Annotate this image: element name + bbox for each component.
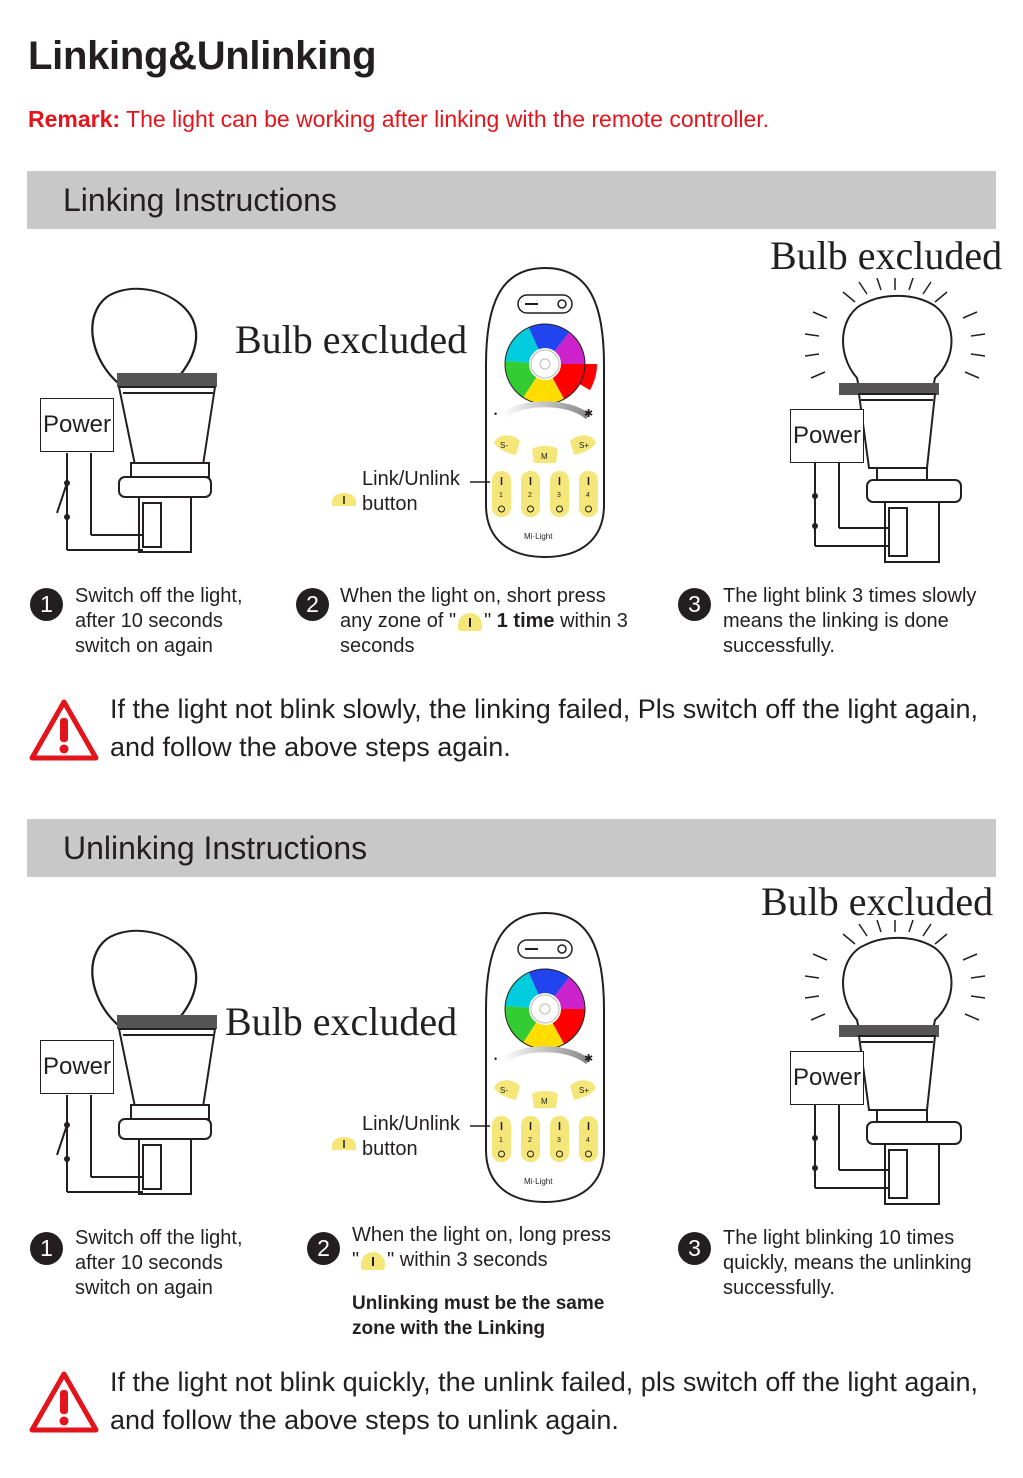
remote-btn-splus: S+ [579, 1086, 589, 1095]
step-number-3: 3 [678, 588, 711, 621]
remote-brand: Mi·Light [524, 1177, 553, 1186]
unlinking-step-2: When the light on, long press "" within … [352, 1224, 612, 1271]
svg-text:✱: ✱ [584, 1053, 593, 1065]
linking-header-bar: Linking Instructions [27, 171, 996, 229]
remote-btn-m: M [541, 452, 548, 461]
remote-btn-splus: S+ [579, 441, 589, 450]
page-title: Linking&Unlinking [28, 34, 377, 78]
power-box-linking-right: Power [790, 409, 864, 463]
link-unlink-label-2: button [362, 1138, 418, 1160]
link-unlink-label: Link/Unlink [362, 1113, 460, 1135]
step-number-1: 1 [30, 1232, 63, 1265]
light-bulb-icon [56, 287, 217, 553]
zone-button-icon [458, 612, 483, 631]
svg-text:•: • [494, 409, 497, 419]
remote-control-icon: • ✱ S- M S+ 1 2 3 4 Mi·Light [485, 266, 605, 559]
svg-text:4: 4 [586, 1137, 590, 1144]
svg-text:1: 1 [499, 492, 503, 499]
remote-brand: Mi·Light [524, 532, 553, 541]
svg-text:3: 3 [557, 1137, 561, 1144]
step-number-2: 2 [307, 1232, 340, 1265]
unlinking-header-bar: Unlinking Instructions [27, 819, 996, 877]
light-bulb-icon [56, 929, 217, 1195]
link-unlink-label-2: button [362, 493, 418, 515]
glowing-bulb-icon [804, 920, 986, 1205]
unlinking-header: Unlinking Instructions [63, 830, 368, 866]
svg-text:3: 3 [557, 492, 561, 499]
power-box-unlinking-left: Power [40, 1040, 114, 1094]
svg-text:2: 2 [528, 492, 532, 499]
bulb-excluded-label: Bulb excluded [235, 317, 468, 362]
linking-header: Linking Instructions [63, 182, 337, 218]
remote-btn-m: M [541, 1097, 548, 1106]
step-number-3: 3 [678, 1232, 711, 1265]
remark-label: Remark: [28, 106, 121, 132]
link-unlink-label: Link/Unlink [362, 468, 460, 490]
bulb-excluded-label-right: Bulb excluded [761, 879, 994, 924]
warning-triangle-icon [29, 1371, 99, 1433]
step-number-2: 2 [296, 588, 329, 621]
power-box-linking-left: Power [40, 398, 114, 452]
glowing-bulb-icon [804, 278, 986, 563]
svg-text:•: • [494, 1054, 497, 1064]
link-pointer [332, 1125, 490, 1150]
step-number-1: 1 [30, 588, 63, 621]
bulb-excluded-label: Bulb excluded [225, 999, 458, 1044]
bulb-excluded-label-right: Bulb excluded [770, 233, 1003, 278]
unlinking-warning: If the light not blink quickly, the unli… [110, 1367, 978, 1435]
svg-text:4: 4 [586, 492, 590, 499]
remote-control-icon: • ✱ S- M S+ 1 2 3 4 Mi·Light [485, 911, 605, 1204]
warning-triangle-icon [29, 699, 99, 761]
svg-text:1: 1 [499, 1137, 503, 1144]
linking-warning: If the light not blink slowly, the linki… [110, 694, 978, 762]
remark-text: The light can be working after linking w… [120, 106, 770, 132]
remote-btn-sminus: S- [500, 1086, 508, 1095]
zone-button-icon [361, 1251, 386, 1270]
remote-btn-sminus: S- [500, 441, 508, 450]
link-pointer [332, 481, 490, 506]
remark: Remark: The light can be working after l… [28, 106, 769, 133]
svg-text:✱: ✱ [584, 408, 593, 420]
power-box-unlinking-right: Power [790, 1051, 864, 1105]
linking-step-2: When the light on, short press any zone … [340, 585, 628, 657]
svg-text:2: 2 [528, 1137, 532, 1144]
